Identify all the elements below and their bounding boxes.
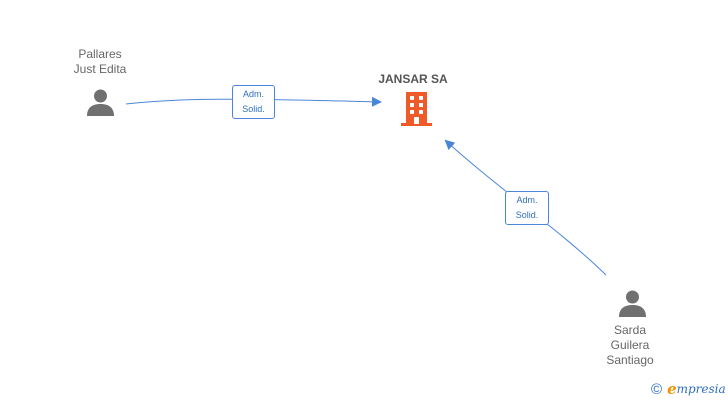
- relation-label-line2: Solid.: [515, 210, 539, 220]
- relation-label-pallares[interactable]: Adm. Solid.: [232, 85, 275, 119]
- person-icon[interactable]: [86, 88, 115, 117]
- building-icon[interactable]: [400, 92, 433, 127]
- brand-logo-letter: e: [667, 380, 677, 398]
- relation-label-line2: Solid.: [242, 104, 265, 114]
- edge-pallares-to-company: [125, 96, 382, 107]
- relation-label-line1: Adm.: [516, 195, 538, 205]
- relation-label-sarda[interactable]: Adm. Solid.: [505, 191, 549, 225]
- company-name[interactable]: JANSAR SA: [378, 72, 448, 86]
- relation-label-line1: Adm.: [242, 89, 264, 99]
- person-name-pallares[interactable]: Pallares Just Edita: [73, 47, 127, 76]
- brand-logo-text: mpresia: [676, 382, 726, 396]
- person-icon[interactable]: [618, 289, 647, 318]
- person-name-sarda[interactable]: Sarda Guilera Santiago: [606, 323, 654, 367]
- copyright-icon: ©: [651, 380, 663, 398]
